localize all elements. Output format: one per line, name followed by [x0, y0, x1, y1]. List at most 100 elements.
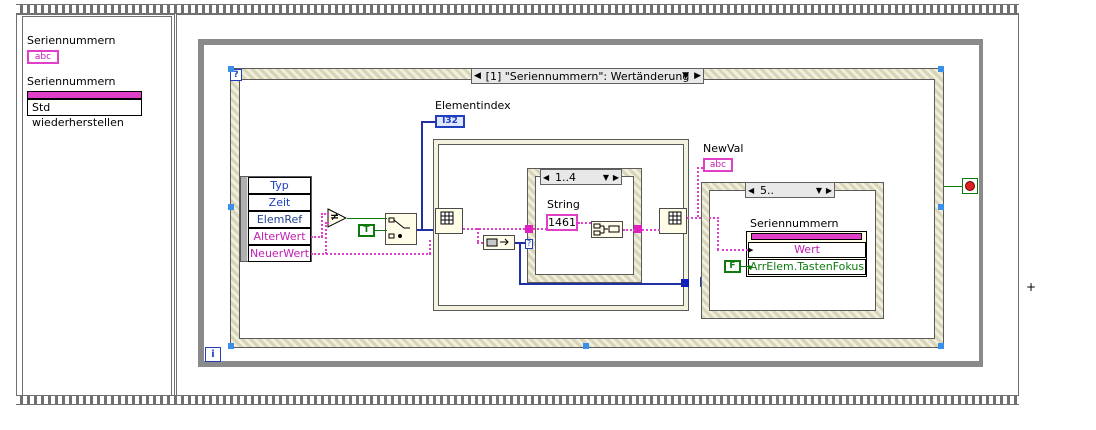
wire-false-to-prop [741, 266, 748, 267]
outer-case-label: 5.. [760, 183, 774, 197]
inner-case-label: 1..4 [555, 170, 576, 184]
string-constant[interactable]: 1461 [546, 214, 578, 231]
wire-ne-out [347, 218, 387, 219]
tunnel-case-in [525, 225, 533, 233]
string-control-terminal[interactable]: abc [27, 50, 59, 64]
shift-register-right[interactable] [659, 208, 687, 234]
wire-case-to-sr [642, 229, 660, 231]
outer-next-arrow[interactable]: ▶ [825, 185, 832, 195]
wire-alterwert [311, 236, 323, 238]
tunnel-case-sel-q: ? [525, 239, 533, 249]
handle-bl[interactable] [228, 343, 234, 349]
outer-prev-arrow[interactable]: ◀ [748, 185, 755, 195]
inner-dropdown-arrow[interactable]: ▼ [602, 172, 609, 182]
handle-mr[interactable] [938, 204, 944, 210]
true-constant[interactable]: T [358, 224, 375, 237]
wire-neuerwert [311, 253, 431, 255]
select-node[interactable] [385, 213, 417, 245]
film-bottom [16, 395, 1019, 405]
newval-terminal[interactable]: abc [703, 158, 733, 172]
event-case-selector[interactable]: ◀ [1] "Seriennummern": Wertänderung ▼ ▶ [471, 68, 704, 84]
wire-to-ne-bot [325, 222, 329, 224]
not-equal-node[interactable]: ≠ [327, 208, 348, 228]
event-structure-icon: ? [230, 69, 242, 81]
wire-search-v [477, 228, 479, 242]
prev-case-arrow[interactable]: ◀ [474, 71, 481, 81]
event-data-neuerwert: NeuerWert [248, 245, 311, 262]
stop-wire [942, 186, 962, 187]
array-bar [27, 91, 142, 99]
property-node-header [751, 233, 862, 240]
outer-case-selector[interactable]: ◀ 5.. ▼ ▶ [745, 182, 835, 198]
event-data-typ: Typ [248, 177, 311, 194]
outer-dropdown-arrow[interactable]: ▼ [815, 185, 822, 195]
handle-br[interactable] [938, 343, 944, 349]
control-label-1: Seriennummern [27, 34, 116, 47]
array-replace-icon [668, 211, 682, 225]
string-function-icon [593, 223, 620, 236]
not-equal-icon [327, 208, 348, 228]
wire-to-wert [709, 217, 719, 219]
stop-condition-icon[interactable] [962, 178, 978, 194]
search-string-icon [486, 238, 509, 247]
tunnel-case-sel [681, 279, 689, 287]
wire-neuerwert-up [429, 240, 431, 254]
event-data-alterwert: AlterWert [248, 228, 311, 245]
event-data-elemref: ElemRef [248, 211, 311, 228]
control-label-2: Seriennummern [27, 75, 116, 88]
case-structure-inner[interactable] [527, 168, 642, 283]
handle-ml[interactable] [228, 204, 234, 210]
newval-label: NewVal [703, 142, 744, 155]
string-label: String [547, 198, 580, 211]
handle-tr[interactable] [938, 66, 944, 72]
wire-true-out [375, 230, 387, 231]
wire-newval-up [697, 167, 699, 217]
loop-iteration-icon: i [205, 347, 221, 362]
select-icon [388, 217, 410, 239]
next-case-arrow[interactable]: ▶ [694, 71, 701, 81]
restore-default-label: Std wiederherstellen [32, 101, 124, 129]
front-panel-inner-border [22, 16, 172, 396]
wire-concat-out [623, 229, 635, 231]
wire-elementindex-h [421, 121, 435, 123]
inner-next-arrow[interactable]: ▶ [612, 172, 619, 182]
wire-alterwert-v [321, 213, 323, 237]
wire-to-search [477, 242, 483, 244]
wire-to-elementindex [421, 121, 423, 230]
wire-to-ne-top [321, 213, 329, 215]
wire-sr-out [687, 217, 701, 219]
wire-to-wert-v [717, 217, 719, 250]
wire-newval-h [697, 167, 703, 169]
false-constant[interactable]: F [724, 260, 741, 273]
array-index-icon [440, 211, 454, 225]
event-data-zeit: Zeit [248, 194, 311, 211]
event-case-label: [1] "Seriennummern": Wertänderung [485, 69, 690, 83]
shift-register-left[interactable] [435, 208, 463, 234]
inner-case-selector[interactable]: ◀ 1..4 ▼ ▶ [540, 169, 622, 185]
case-dropdown-arrow[interactable]: ▼ [682, 71, 689, 81]
wire-select-out [417, 229, 435, 231]
crosshair-cursor-icon: + [1026, 280, 1037, 294]
film-top [16, 4, 1019, 14]
wire-string-to-concat [578, 222, 591, 224]
elementindex-terminal[interactable]: I32 [435, 115, 465, 128]
while-loop[interactable] [198, 39, 983, 367]
restore-default-item[interactable]: Std wiederherstellen [27, 99, 142, 129]
property-fokus-arrow: ▶ [748, 263, 754, 271]
terminal-type-label: abc [34, 52, 52, 62]
wire-sel-bottom [519, 283, 685, 285]
handle-tl[interactable] [228, 66, 234, 72]
search-node[interactable] [483, 235, 515, 250]
handle-bm[interactable] [583, 343, 589, 349]
wire-to-wert-h [717, 249, 748, 251]
tunnel-case-out [634, 225, 642, 233]
inner-prev-arrow[interactable]: ◀ [543, 172, 550, 182]
wire-sr-to-case [463, 228, 525, 230]
property-wert-arrow: ▶ [748, 246, 754, 254]
elementindex-label: Elementindex [435, 99, 511, 112]
property-tastenfokus[interactable]: ArrElem.TastenFokus [748, 259, 866, 275]
wire-neuerwert-v [325, 222, 327, 254]
concat-node[interactable] [591, 221, 623, 238]
property-node-label: Seriennummern [750, 217, 839, 230]
property-wert[interactable]: Wert [748, 242, 866, 258]
